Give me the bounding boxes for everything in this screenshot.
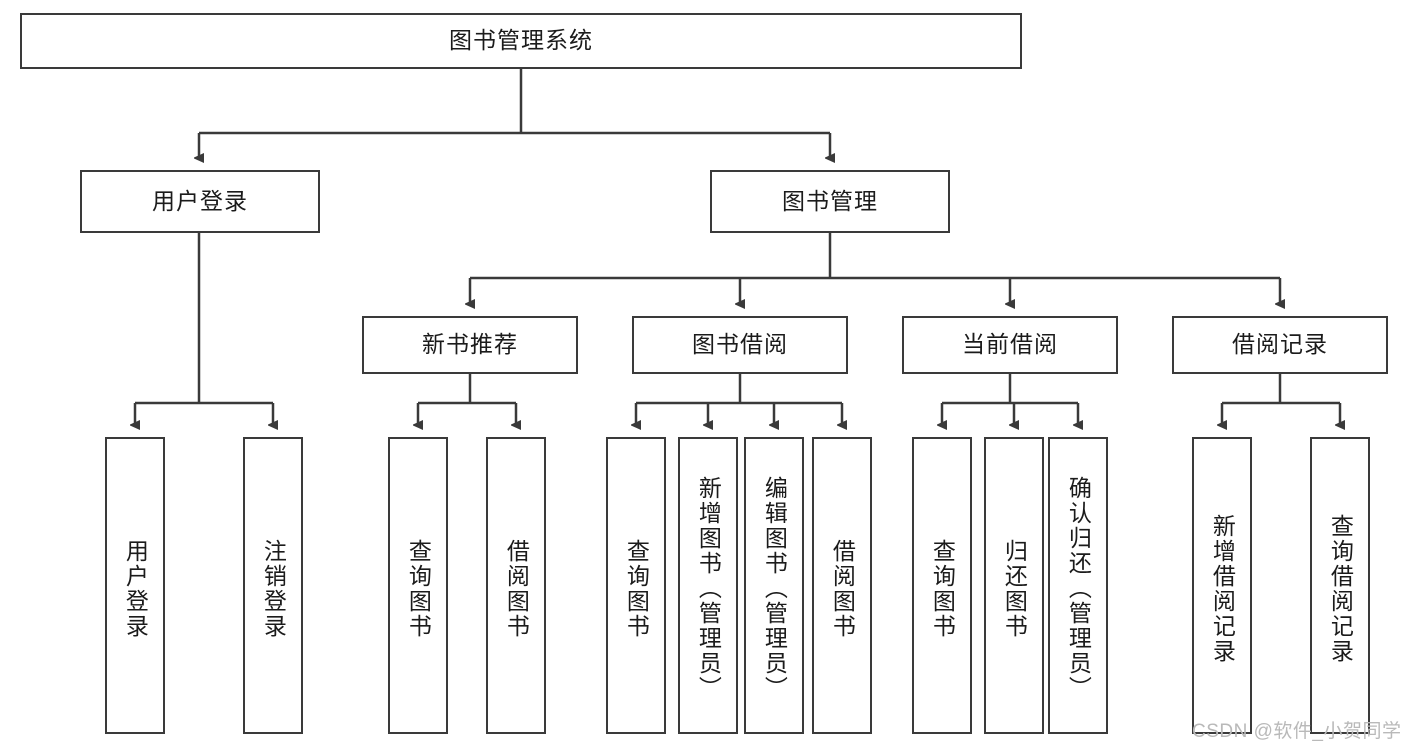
node-new-book-recommend[interactable]: 新书推荐	[362, 316, 578, 374]
node-label: 图书借阅	[692, 331, 788, 358]
node-borrow-record[interactable]: 借阅记录	[1172, 316, 1388, 374]
csdn-watermark: CSDN @软件_小贺同学	[1192, 721, 1402, 742]
node-leaf-user-login[interactable]: 用户登录	[105, 437, 165, 734]
node-label: 确认归还（管理员）	[1065, 476, 1092, 701]
node-label: 查询图书	[623, 538, 650, 639]
node-book-borrow[interactable]: 图书借阅	[632, 316, 848, 374]
node-user-login[interactable]: 用户登录	[80, 170, 320, 233]
node-label: 图书管理系统	[449, 27, 593, 54]
node-current-borrow[interactable]: 当前借阅	[902, 316, 1118, 374]
node-label: 用户登录	[152, 187, 248, 214]
node-leaf-return-book[interactable]: 归还图书	[984, 437, 1044, 734]
node-leaf-query-record[interactable]: 查询借阅记录	[1310, 437, 1370, 734]
node-label: 借阅图书	[829, 538, 856, 639]
node-leaf-edit-book[interactable]: 编辑图书（管理员）	[744, 437, 804, 734]
node-label: 查询图书	[929, 538, 956, 639]
node-leaf-query-book-2[interactable]: 查询图书	[606, 437, 666, 734]
node-label: 编辑图书（管理员）	[761, 476, 788, 701]
node-leaf-borrow-book-2[interactable]: 借阅图书	[812, 437, 872, 734]
node-label: 新增图书（管理员）	[695, 476, 722, 701]
node-label: 借阅图书	[503, 538, 530, 639]
node-leaf-query-book-3[interactable]: 查询图书	[912, 437, 972, 734]
node-label: 注销登录	[260, 538, 287, 639]
node-leaf-user-logout[interactable]: 注销登录	[243, 437, 303, 734]
node-leaf-add-book[interactable]: 新增图书（管理员）	[678, 437, 738, 734]
node-label: 借阅记录	[1232, 331, 1328, 358]
node-leaf-confirm-return[interactable]: 确认归还（管理员）	[1048, 437, 1108, 734]
node-label: 查询借阅记录	[1327, 513, 1354, 664]
node-label: 新增借阅记录	[1209, 513, 1236, 664]
node-label: 当前借阅	[962, 331, 1058, 358]
node-leaf-borrow-book-1[interactable]: 借阅图书	[486, 437, 546, 734]
node-label: 新书推荐	[422, 331, 518, 358]
node-system-title[interactable]: 图书管理系统	[20, 13, 1022, 69]
node-label: 用户登录	[122, 538, 149, 639]
node-label: 查询图书	[405, 538, 432, 639]
node-label: 图书管理	[782, 187, 878, 214]
node-leaf-query-book-1[interactable]: 查询图书	[388, 437, 448, 734]
node-label: 归还图书	[1001, 538, 1028, 639]
node-leaf-add-record[interactable]: 新增借阅记录	[1192, 437, 1252, 734]
node-book-management[interactable]: 图书管理	[710, 170, 950, 233]
